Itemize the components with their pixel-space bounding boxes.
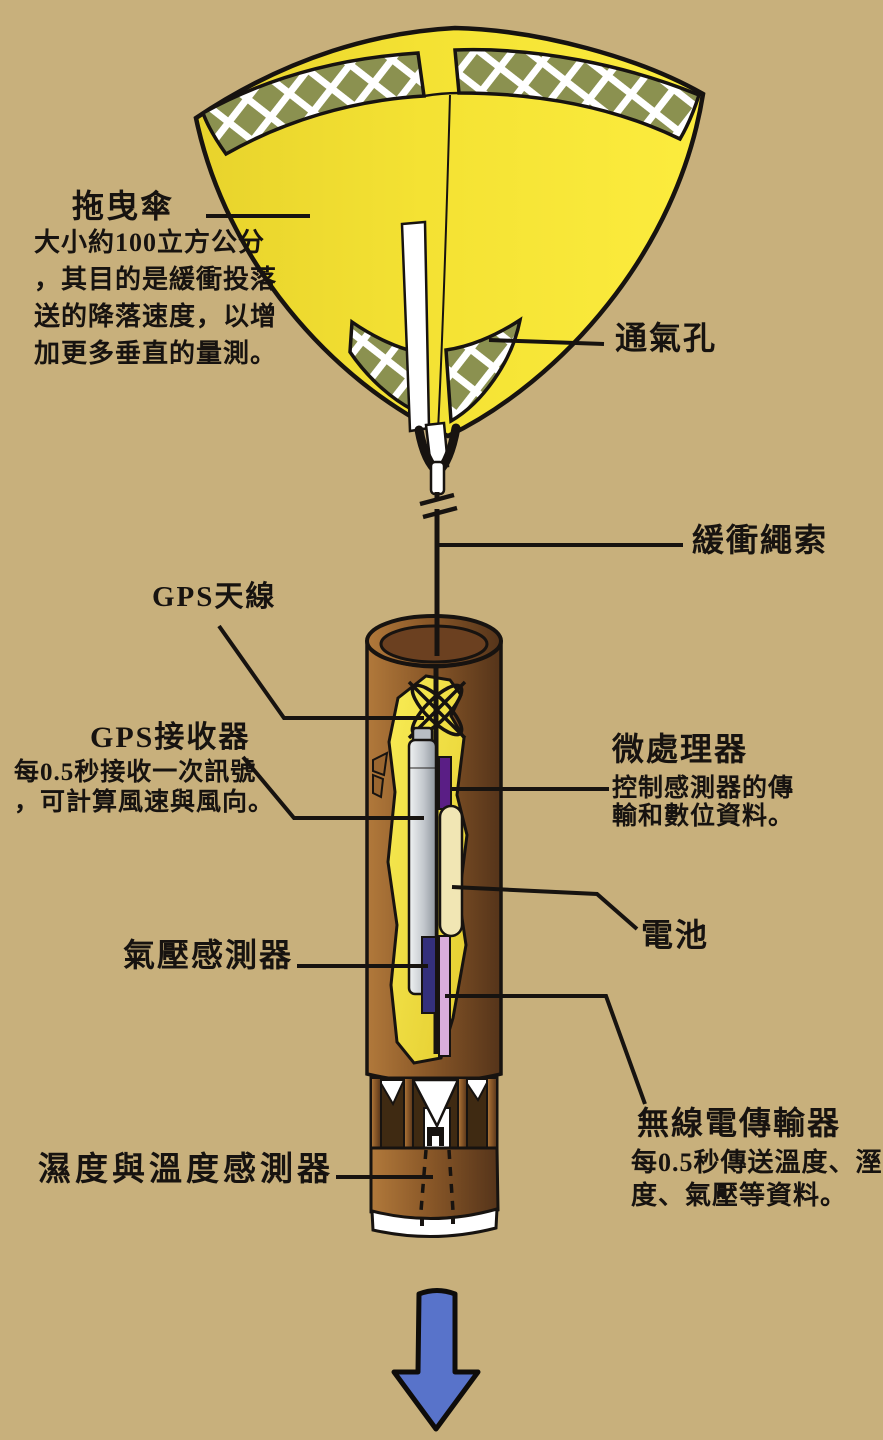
window-left-reflection	[377, 1079, 406, 1107]
leader-radio	[445, 994, 647, 1105]
tube-wall-detail	[372, 751, 389, 799]
battery-graphic	[438, 804, 464, 938]
canopy-seam-vertical	[437, 94, 451, 431]
descent-arrow-icon	[391, 1288, 481, 1432]
leader-vent	[488, 338, 605, 346]
leader-battery	[451, 885, 639, 931]
microprocessor-label: 微處理器	[612, 731, 749, 767]
gps-antenna-label: GPS天線	[152, 581, 277, 613]
vent-label: 通氣孔	[615, 320, 718, 356]
tube-collar	[366, 644, 502, 669]
parachute-canopy	[193, 25, 706, 439]
radio-transmitter-description: 每0.5秒傳送溫度、溼 度、氣壓等資料。	[631, 1148, 883, 1210]
hidden-sensor-dashed-lines	[419, 1149, 455, 1212]
gps-receiver-description: 每0.5秒接收一次訊號 ，可計算風速與風向。	[14, 759, 275, 816]
pressure-sensor-graphic	[421, 936, 437, 1014]
line-break-marks	[419, 492, 458, 520]
battery-label: 電池	[641, 917, 710, 953]
sensor-funnel	[410, 1078, 460, 1129]
tube-opening	[379, 624, 489, 664]
vent-mesh-lower-right	[444, 316, 523, 424]
tube-base-band	[370, 1206, 499, 1238]
drag-parachute-graphic	[193, 25, 706, 470]
microprocessor-graphic	[438, 756, 452, 810]
rope-label: 緩衝繩索	[692, 522, 829, 558]
pressure-sensor-label: 氣壓感測器	[123, 937, 294, 973]
gps-receiver-label: GPS接收器	[90, 721, 251, 754]
leader-gps-receiver	[241, 755, 424, 820]
vent-mesh-upper-left	[200, 51, 426, 157]
humidity-temp-sensor-label: 濕度與溫度感測器	[38, 1152, 334, 1188]
rope-assembly	[414, 423, 461, 656]
sensor-window-band	[369, 1076, 499, 1152]
leader-lines	[206, 214, 683, 1179]
parachute-label: 拖曳傘	[72, 188, 175, 224]
window-right-reflection	[462, 1078, 491, 1102]
canopy-seam-horizontal	[423, 91, 460, 98]
tube-lower-body	[369, 1146, 500, 1220]
vent-mesh-upper-right	[453, 47, 702, 142]
sonde-tube-graphic	[365, 614, 503, 1238]
parachute-description: 大小約100立方公分 ，其目的是緩衝投落 送的降落速度，以增 加更多垂直的量測。	[34, 228, 278, 368]
microprocessor-description: 控制感測器的傳 輸和數位資料。	[612, 775, 795, 830]
sensor-slot	[432, 1136, 439, 1146]
leader-gps-antenna	[217, 624, 424, 720]
link-clip	[429, 460, 446, 496]
radio-transmitter-label: 無線電傳輸器	[637, 1105, 842, 1141]
